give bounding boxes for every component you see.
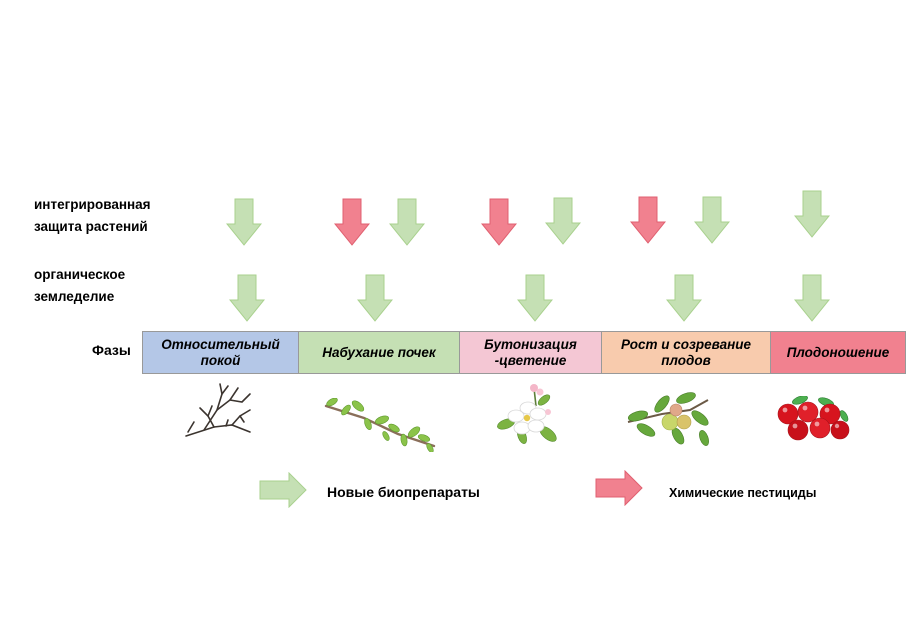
legend-chem-arrow-icon <box>595 469 643 507</box>
organic-farming-label: органическое земледелие <box>34 264 184 308</box>
phase-bud-swelling-line1: Набухание почек <box>322 344 436 360</box>
bare-branch-icon <box>184 380 256 442</box>
bio-arrow-ipm-5 <box>794 190 830 238</box>
bio-arrow-ipm-4 <box>694 196 730 244</box>
integrated-protection-label-line2: защита растений <box>34 219 148 234</box>
ripe-apples-icon <box>776 396 850 442</box>
young-apples-icon <box>626 388 710 446</box>
phases-label: Фазы <box>92 342 131 358</box>
bio-arrow-ipm-3 <box>545 197 581 245</box>
legend-bio-arrow-icon <box>259 471 307 509</box>
organic-farming-label-line2: земледелие <box>34 289 115 304</box>
bio-arrow-organic-4 <box>666 274 702 322</box>
bio-arrow-organic-1 <box>229 274 265 322</box>
phase-budding-flowering-line1: Бутонизация <box>484 336 577 352</box>
phase-fruit-growth-line1: Рост и созревание <box>620 336 752 352</box>
phase-budding-flowering: Бутонизация-цветение <box>460 332 602 373</box>
phase-fruit-growth-line2: плодов <box>661 352 711 368</box>
phase-bud-swelling: Набухание почек <box>299 332 460 373</box>
chem-arrow-ipm-2 <box>334 198 370 246</box>
bio-arrow-organic-2 <box>357 274 393 322</box>
integrated-protection-label: интегрированная защита растений <box>34 194 184 238</box>
phase-dormancy-line1: Относительный <box>161 336 280 352</box>
chem-arrow-ipm-3 <box>481 198 517 246</box>
legend-bio-label: Новые биопрепараты <box>327 484 480 500</box>
bio-arrow-organic-3 <box>517 274 553 322</box>
chem-arrow-ipm-4 <box>630 196 666 244</box>
bio-arrow-organic-5 <box>794 274 830 322</box>
phase-dormancy-line2: покой <box>200 352 241 368</box>
legend-chem-label: Химические пестициды <box>669 486 817 500</box>
apple-blossom-icon <box>494 382 564 446</box>
integrated-protection-label-line1: интегрированная <box>34 197 151 212</box>
phase-fruiting-line1: Плодоношение <box>786 344 890 360</box>
budding-branch-icon <box>324 398 438 452</box>
phase-fruiting: Плодоношение <box>771 332 905 373</box>
organic-farming-label-line1: органическое <box>34 267 126 282</box>
bio-arrow-ipm-2 <box>389 198 425 246</box>
phase-budding-flowering-line2: -цветение <box>494 352 567 368</box>
bio-arrow-ipm-1 <box>226 198 262 246</box>
